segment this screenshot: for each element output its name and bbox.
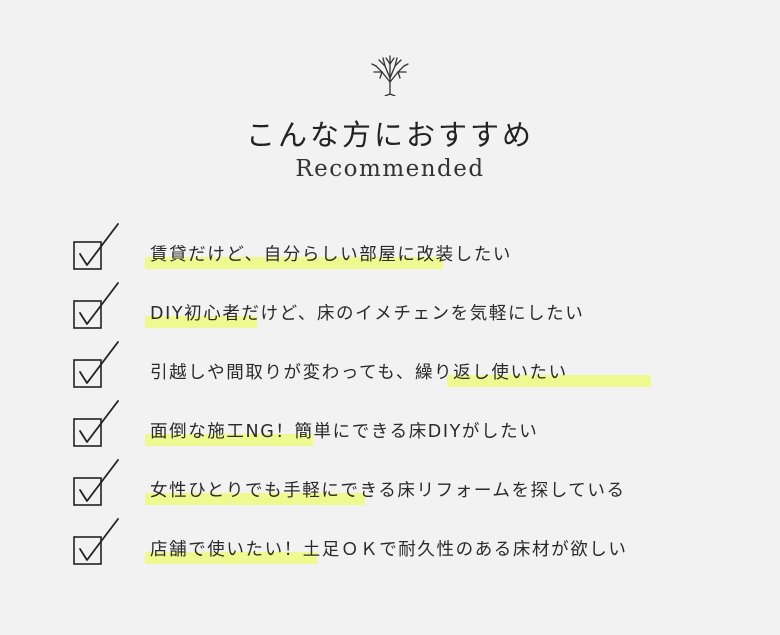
item-text: 引越しや間取りが変わっても、繰り返し使いたい <box>150 363 568 383</box>
item-text: 店舗で使いたい！土足ＯＫで耐久性のある床材が欲しい <box>150 540 628 560</box>
list-item: 女性ひとりでも手軽にできる床リフォームを探している <box>0 458 780 516</box>
section-title: こんな方におすすめ <box>245 118 534 152</box>
tree-icon <box>371 55 409 96</box>
checkbox-checked-icon <box>73 282 119 329</box>
highlight-bar <box>145 552 317 564</box>
highlight-bar <box>447 375 651 387</box>
list-item: DIY初心者だけど、床のイメチェンを気軽にしたい <box>0 281 780 339</box>
checkbox-checked-icon <box>73 518 119 565</box>
item-text: 女性ひとりでも手軽にできる床リフォームを探している <box>150 481 626 501</box>
list-item: 引越しや間取りが変わっても、繰り返し使いたい <box>0 340 780 398</box>
highlight-bar <box>145 257 443 269</box>
highlight-bar <box>145 434 313 446</box>
checkbox-checked-icon <box>73 223 119 270</box>
highlight-bar <box>145 493 365 505</box>
item-text: DIY初心者だけど、床のイメチェンを気軽にしたい <box>150 304 585 324</box>
checkbox-checked-icon <box>73 459 119 506</box>
highlight-bar <box>145 316 257 328</box>
list-item: 賃貸だけど、自分らしい部屋に改装したい <box>0 222 780 280</box>
list-item: 店舗で使いたい！土足ＯＫで耐久性のある床材が欲しい <box>0 517 780 575</box>
item-text: 賃貸だけど、自分らしい部屋に改装したい <box>150 245 513 265</box>
list-item: 面倒な施工NG！簡単にできる床DIYがしたい <box>0 399 780 457</box>
checkbox-checked-icon <box>73 341 119 388</box>
checkbox-checked-icon <box>73 400 119 447</box>
item-text: 面倒な施工NG！簡単にできる床DIYがしたい <box>150 422 539 442</box>
section-subtitle: Recommended <box>295 156 485 182</box>
